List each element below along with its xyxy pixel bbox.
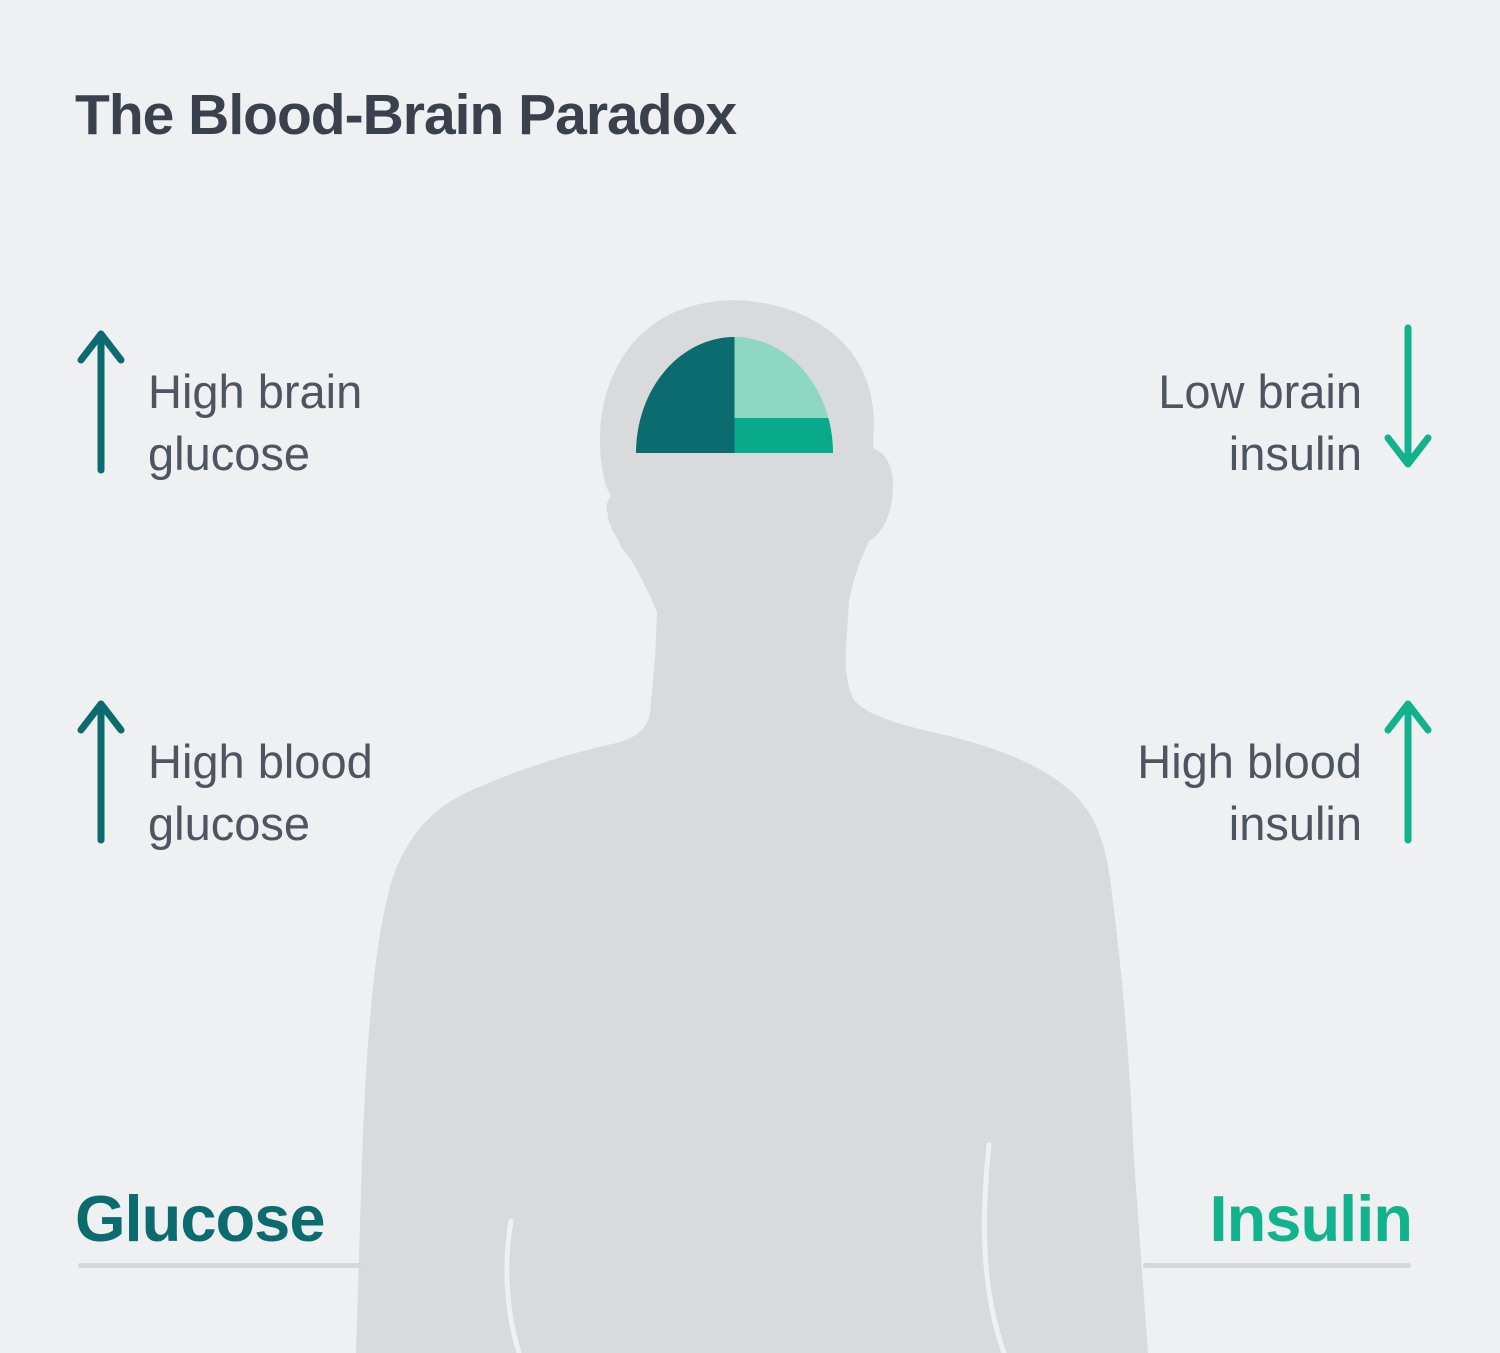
label-low-brain-insulin: Low brain insulin bbox=[1158, 361, 1362, 485]
person-silhouette bbox=[356, 300, 1148, 1353]
label-line: High brain bbox=[148, 365, 363, 418]
glucose-divider-line bbox=[78, 1263, 362, 1268]
label-line: glucose bbox=[148, 797, 310, 850]
arm-seam-left bbox=[504, 1218, 522, 1353]
down-arrow-icon bbox=[1384, 324, 1432, 468]
label-high-blood-glucose: High blood glucose bbox=[148, 731, 373, 855]
label-line: High blood bbox=[1137, 735, 1362, 788]
label-line: Low brain bbox=[1158, 365, 1362, 418]
up-arrow-icon bbox=[1384, 700, 1432, 844]
label-line: glucose bbox=[148, 427, 310, 480]
insulin-heading: Insulin bbox=[1209, 1182, 1413, 1255]
brain-segment-lower-right bbox=[734, 418, 833, 453]
label-line: insulin bbox=[1228, 797, 1362, 850]
label-high-blood-insulin: High blood insulin bbox=[1137, 731, 1362, 855]
label-high-brain-glucose: High brain glucose bbox=[148, 361, 362, 485]
up-arrow-icon bbox=[77, 330, 125, 474]
glucose-heading: Glucose bbox=[75, 1182, 325, 1255]
label-line: High blood bbox=[148, 735, 373, 788]
page-title: The Blood-Brain Paradox bbox=[75, 83, 737, 147]
label-line: insulin bbox=[1228, 427, 1362, 480]
insulin-divider-line bbox=[1143, 1263, 1411, 1268]
up-arrow-icon bbox=[77, 700, 125, 844]
arm-seam-right bbox=[981, 1142, 1007, 1353]
